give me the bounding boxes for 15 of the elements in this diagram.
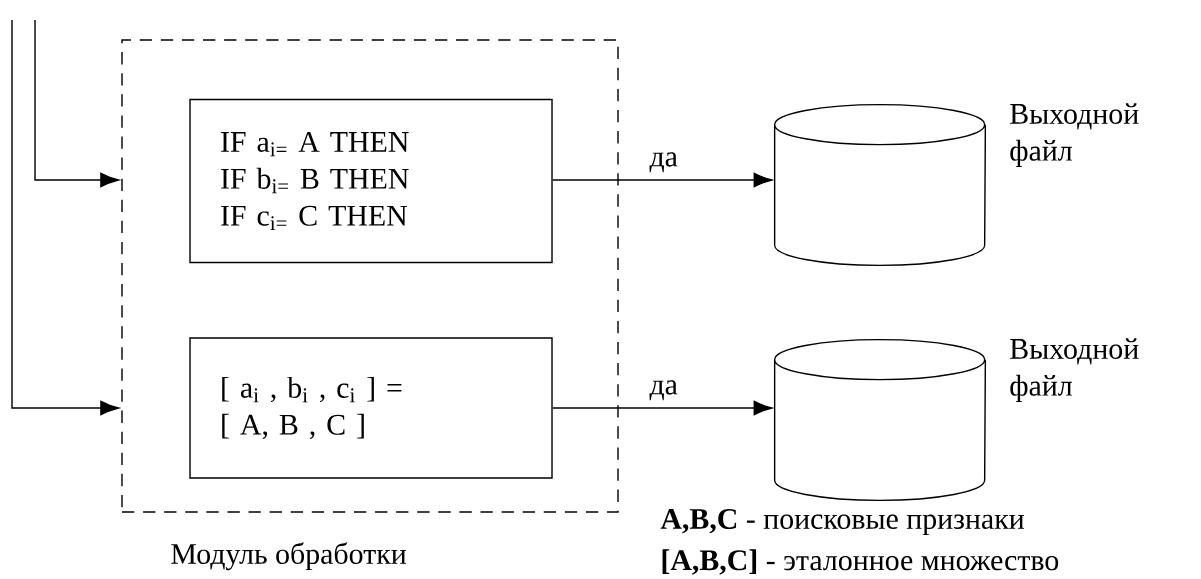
arrow (552, 400, 773, 416)
database-cylinder (773, 103, 987, 267)
process-box: IF a$_{i=}$ A THEN IF b$_{i=}$ B THEN IF c$_{i=}$ C THEN (189, 98, 553, 264)
edge-label: да (645, 376, 682, 404)
file-label: Выходной файл (1010, 338, 1139, 402)
module-title: Модуль обработки (171, 542, 407, 571)
process-box: [ a$_{i}$ , b$_{i}$ , c$_{i}$ ] = [ A, B , C ] (189, 337, 553, 479)
file-label: Выходной файл (1010, 103, 1139, 167)
arrow (552, 172, 773, 188)
arrow (34, 19, 120, 188)
module-frame (121, 39, 619, 513)
edge-label: да (645, 148, 682, 176)
arrow (11, 19, 120, 416)
database-cylinder (773, 338, 987, 502)
note-text: [A,B,C] - эталонное множество (662, 549, 1059, 575)
